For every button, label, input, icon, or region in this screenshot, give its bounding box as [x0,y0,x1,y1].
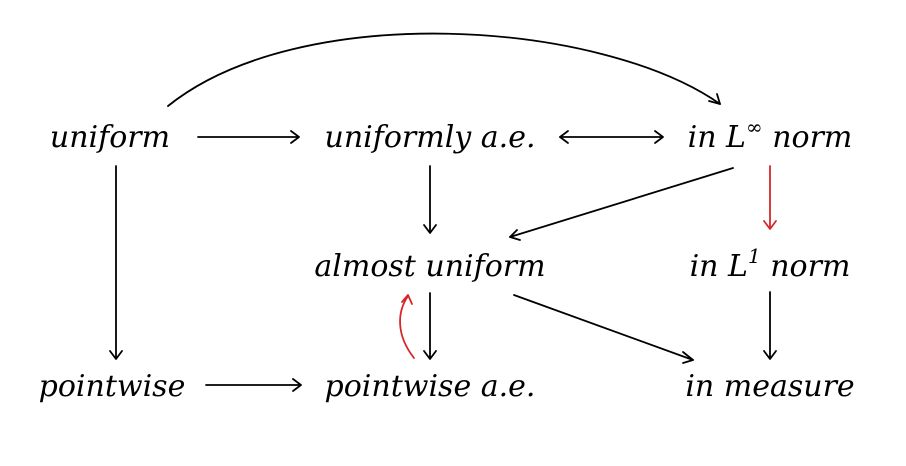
node-l1-norm: in L1 norm [690,244,851,284]
node-linf-sup: ∞ [746,115,763,139]
arrow-almost-uniform-to-pointwise-ae [423,292,437,360]
node-l1-prefix: in L [690,249,748,284]
arrow-linf-to-almost-uniform [509,167,734,241]
arrow-uniform-to-uniformly-ae [197,130,300,144]
red-arrow-linf-to-l1 [763,165,777,230]
arrow-uniformly-ae-to-almost-uniform [423,165,437,234]
node-l1-sup: 1 [748,244,761,268]
node-linf-suffix: norm [763,120,853,155]
arrow-uniform-to-linf-curved [167,32,721,107]
arrow-uniformly-ae-linf-bidirectional [559,130,664,144]
node-in-measure: in measure [685,369,854,404]
node-pointwise-ae: pointwise a.e. [325,369,536,404]
arrow-pointwise-to-pointwise-ae [205,378,302,392]
red-arrow-pointwise-ae-to-almost-uniform-curved [399,294,415,359]
node-linf-prefix: in L [688,120,746,155]
arrow-almost-uniform-to-in-measure [513,294,694,364]
node-pointwise: pointwise [39,369,186,404]
node-linf-norm: in L∞ norm [688,115,853,155]
arrow-l1-to-in-measure [763,291,777,360]
arrow-uniform-to-pointwise [109,165,123,360]
node-uniform: uniform [50,120,170,155]
node-almost-uniform: almost uniform [314,249,545,284]
node-uniformly-ae: uniformly a.e. [325,120,536,155]
node-l1-suffix: norm [761,249,851,284]
